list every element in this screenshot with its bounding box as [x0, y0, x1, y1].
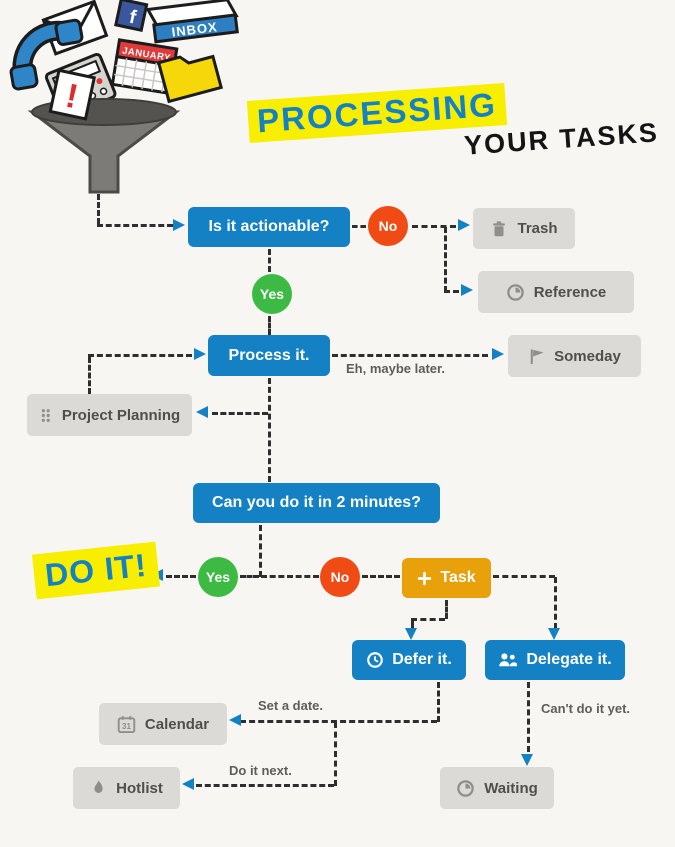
connector	[411, 618, 414, 630]
arrowhead	[492, 348, 504, 360]
edge-label-do-it-next: Do it next.	[229, 763, 292, 778]
node-label: Is it actionable?	[208, 218, 330, 235]
connector	[261, 575, 319, 578]
connector	[97, 224, 173, 227]
connector	[259, 525, 262, 577]
svg-text:f: f	[127, 7, 138, 29]
connector	[527, 682, 530, 752]
node-label: Waiting	[484, 779, 538, 797]
connector	[412, 225, 456, 228]
trash-icon	[490, 219, 508, 239]
connector	[362, 575, 400, 578]
connector	[444, 290, 459, 293]
node-waiting: Waiting	[440, 767, 554, 809]
connector	[444, 227, 447, 292]
task-button: Task	[402, 558, 491, 598]
connector	[166, 575, 196, 578]
node-label: Delegate it.	[526, 651, 612, 668]
connector	[437, 682, 440, 722]
svg-text:31: 31	[122, 722, 131, 731]
node-label: Hotlist	[116, 779, 163, 797]
flame-icon	[90, 779, 107, 798]
node-label: Trash	[517, 220, 558, 237]
node-label: Defer it.	[392, 651, 452, 668]
connector	[97, 194, 100, 224]
connector	[332, 354, 488, 357]
edge-label-cant-do-yet: Can't do it yet.	[541, 701, 631, 716]
plus-icon	[417, 571, 432, 586]
connector	[196, 784, 334, 787]
node-label: Project Planning	[61, 406, 181, 424]
connector	[268, 316, 271, 335]
svg-text:INBOX: INBOX	[171, 19, 219, 40]
node-label: Reference	[533, 283, 607, 301]
people-icon	[498, 651, 518, 669]
inbox-clutter-illustration: INBOX f JANUARY	[9, 0, 239, 194]
yes-label: Yes	[259, 286, 285, 302]
node-calendar: 31 Calendar	[99, 703, 227, 745]
node-process-it: Process it.	[208, 335, 330, 376]
connector	[554, 577, 557, 629]
task-label: Task	[440, 569, 476, 586]
node-label: Process it.	[228, 346, 310, 364]
funnel-illustration	[27, 98, 181, 194]
node-trash: Trash	[473, 208, 575, 249]
connector	[240, 720, 437, 723]
no-badge-2: No	[320, 557, 360, 597]
arrowhead	[229, 714, 241, 726]
node-reference: Reference	[478, 271, 634, 313]
clock-icon	[366, 651, 384, 669]
yes-label: Yes	[205, 569, 231, 585]
telephone-illustration	[9, 18, 84, 91]
no-badge-1: No	[368, 206, 408, 246]
no-label: No	[378, 218, 398, 234]
arrowhead	[194, 348, 206, 360]
arrowhead	[521, 754, 533, 766]
node-defer-it: Defer it.	[352, 640, 466, 680]
node-is-it-actionable: Is it actionable?	[188, 207, 350, 247]
clock-pie-icon	[506, 283, 525, 302]
calendar-31-icon: 31	[117, 715, 136, 734]
node-project-planning: Project Planning	[27, 394, 192, 436]
facebook-tile-illustration: f	[114, 0, 149, 33]
connector	[212, 412, 268, 415]
do-it-callout: DO IT!	[31, 541, 160, 600]
connector	[445, 600, 448, 619]
arrowhead	[196, 406, 208, 418]
arrowhead	[458, 219, 470, 231]
connector	[411, 618, 445, 621]
node-label: Someday	[554, 347, 621, 365]
connector	[334, 722, 337, 786]
arrowhead	[173, 219, 185, 231]
connector	[268, 378, 271, 482]
clock-pie-icon	[456, 779, 475, 798]
node-label: Calendar	[144, 715, 210, 733]
node-delegate-it: Delegate it.	[485, 640, 625, 680]
connector	[268, 249, 271, 272]
node-someday: Someday	[508, 335, 641, 377]
edge-label-set-a-date: Set a date.	[258, 698, 324, 713]
dots-grid-icon	[39, 406, 53, 425]
arrowhead	[182, 778, 194, 790]
arrowhead	[405, 628, 417, 640]
inbox-tray-illustration: INBOX	[145, 0, 239, 44]
connector	[88, 357, 91, 394]
yes-badge-1: Yes	[252, 274, 292, 314]
folder-illustration	[156, 54, 224, 104]
node-two-minutes: Can you do it in 2 minutes?	[193, 483, 440, 523]
flag-icon	[528, 347, 545, 366]
node-label: Can you do it in 2 minutes?	[212, 494, 421, 511]
arrowhead	[461, 284, 473, 296]
edge-label-maybe-later: Eh, maybe later.	[346, 361, 445, 376]
no-label: No	[330, 569, 350, 585]
connector	[240, 575, 259, 578]
yes-badge-2: Yes	[198, 557, 238, 597]
arrowhead	[548, 628, 560, 640]
connector	[493, 575, 555, 578]
node-hotlist: Hotlist	[73, 767, 180, 809]
alert-paper-illustration: !	[48, 68, 97, 121]
connector	[352, 225, 366, 228]
connector	[88, 354, 192, 357]
